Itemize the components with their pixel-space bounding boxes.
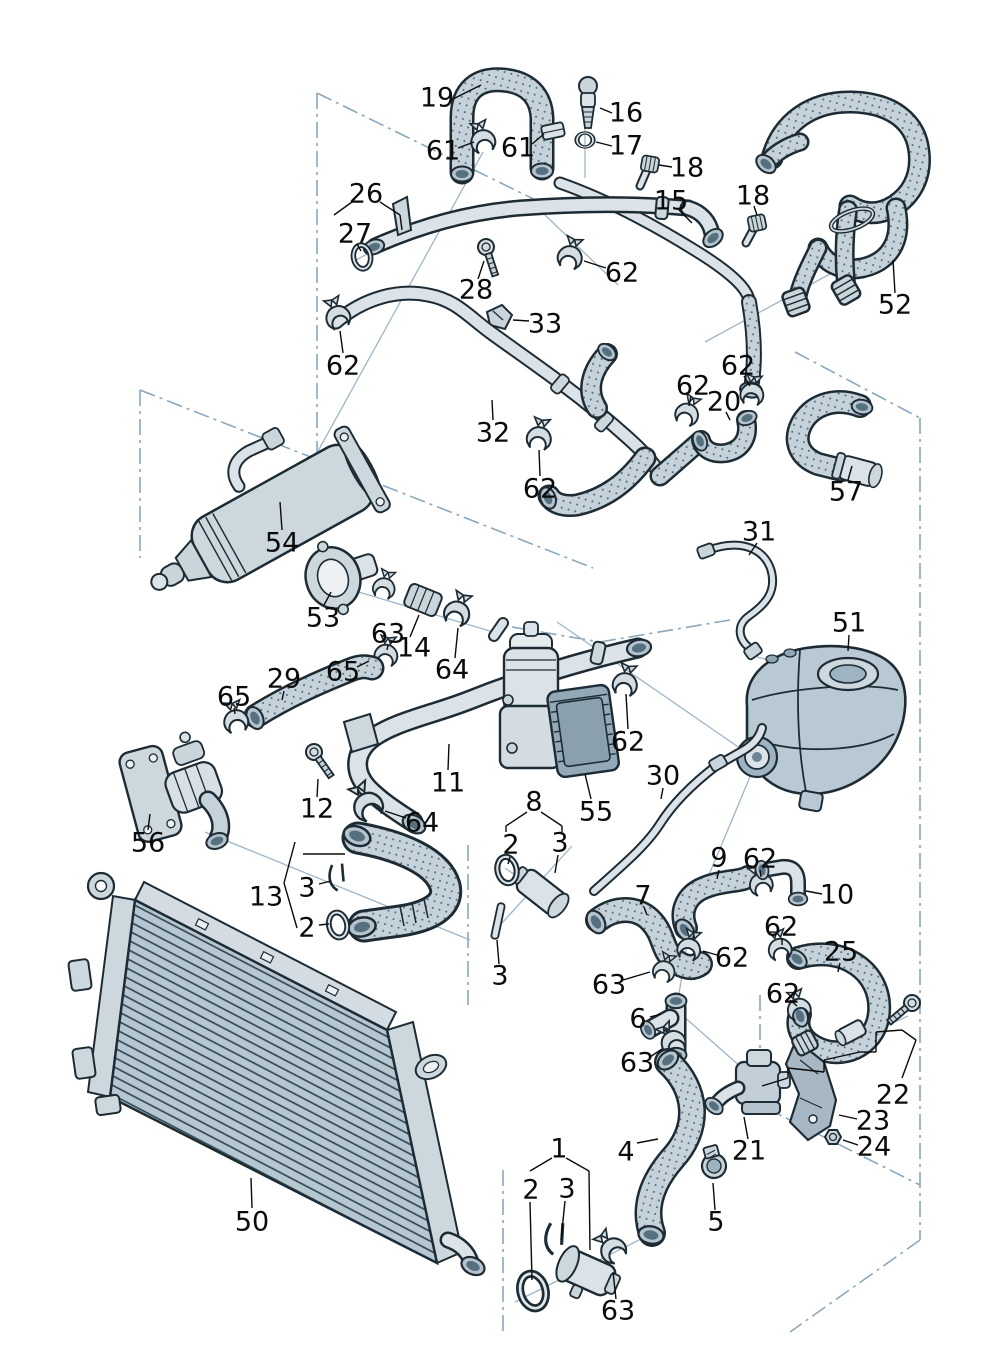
callout-32: 32 bbox=[475, 417, 511, 449]
callout-11: 11 bbox=[430, 767, 466, 799]
callout-12: 12 bbox=[299, 793, 335, 825]
callout-21: 21 bbox=[731, 1135, 767, 1167]
pin-3d bbox=[490, 902, 506, 940]
callout-13: 13 bbox=[248, 881, 284, 913]
sleeve-14 bbox=[403, 583, 443, 617]
callout-26: 26 bbox=[348, 178, 384, 210]
callout-19: 19 bbox=[419, 82, 455, 114]
callout-10: 10 bbox=[819, 879, 855, 911]
callout-27: 27 bbox=[337, 218, 373, 250]
callout-62: 62 bbox=[742, 843, 778, 875]
callout-63: 63 bbox=[619, 1047, 655, 1079]
callout-28: 28 bbox=[458, 274, 494, 306]
callout-9: 9 bbox=[710, 842, 728, 874]
pipe-11 bbox=[342, 617, 654, 839]
callout-63: 63 bbox=[600, 1295, 636, 1327]
callout-29: 29 bbox=[266, 663, 302, 695]
callout-61: 61 bbox=[500, 132, 536, 164]
pipe-31 bbox=[696, 543, 772, 661]
clip-61b bbox=[540, 121, 566, 141]
callout-5: 5 bbox=[707, 1206, 725, 1238]
callout-2: 2 bbox=[298, 912, 316, 944]
callout-62: 62 bbox=[675, 370, 711, 402]
callout-63: 63 bbox=[591, 969, 627, 1001]
callout-54: 54 bbox=[264, 527, 300, 559]
callout-17: 17 bbox=[608, 130, 644, 162]
callout-1: 1 bbox=[550, 1133, 568, 1165]
callout-55: 55 bbox=[578, 796, 614, 828]
callout-62: 62 bbox=[714, 942, 750, 974]
callout-62: 62 bbox=[765, 978, 801, 1010]
callout-51: 51 bbox=[831, 607, 867, 639]
callout-22: 22 bbox=[875, 1079, 911, 1111]
sensor-16 bbox=[578, 76, 598, 129]
sleeve-22b bbox=[834, 1019, 867, 1047]
callout-23: 23 bbox=[855, 1105, 891, 1137]
callout-65: 65 bbox=[216, 681, 252, 713]
callout-56: 56 bbox=[130, 827, 166, 859]
callout-62: 62 bbox=[604, 257, 640, 289]
callout-62: 62 bbox=[610, 726, 646, 758]
callout-25: 25 bbox=[823, 936, 859, 968]
elbow-10 bbox=[753, 858, 809, 907]
callout-30: 30 bbox=[645, 760, 681, 792]
callout-20: 20 bbox=[706, 386, 742, 418]
callout-62: 62 bbox=[763, 911, 799, 943]
callout-3: 3 bbox=[298, 872, 316, 904]
callout-50: 50 bbox=[234, 1206, 270, 1238]
hose-13 bbox=[339, 821, 446, 939]
callout-8: 8 bbox=[525, 786, 543, 818]
callout-64: 64 bbox=[434, 654, 470, 686]
callout-62: 62 bbox=[522, 473, 558, 505]
callout-6: 6 bbox=[629, 1003, 647, 1035]
callout-16: 16 bbox=[608, 97, 644, 129]
pipe-26 bbox=[360, 195, 728, 258]
callout-65: 65 bbox=[325, 656, 361, 688]
callout-2: 2 bbox=[502, 829, 520, 861]
flange-56 bbox=[118, 731, 231, 853]
valve-21 bbox=[701, 1049, 791, 1119]
callout-18: 18 bbox=[669, 152, 705, 184]
callout-14: 14 bbox=[396, 632, 432, 664]
expansion-tank-51 bbox=[735, 644, 907, 813]
connector-8 bbox=[511, 866, 570, 919]
callout-52: 52 bbox=[877, 289, 913, 321]
callout-62: 62 bbox=[325, 350, 361, 382]
callout-18: 18 bbox=[735, 180, 771, 212]
callout-2: 2 bbox=[522, 1174, 540, 1206]
callout-63: 63 bbox=[370, 618, 406, 650]
callout-57: 57 bbox=[828, 476, 864, 508]
callout-53: 53 bbox=[305, 602, 341, 634]
callout-33: 33 bbox=[527, 308, 563, 340]
callout-64: 64 bbox=[404, 807, 440, 839]
callout-3: 3 bbox=[551, 827, 569, 859]
callout-3: 3 bbox=[491, 960, 509, 992]
callout-15: 15 bbox=[653, 185, 689, 217]
callout-31: 31 bbox=[741, 516, 777, 548]
egr-cooler-54 bbox=[150, 425, 391, 591]
callout-61: 61 bbox=[425, 135, 461, 167]
flange-53 bbox=[304, 540, 379, 616]
callout-62: 62 bbox=[720, 350, 756, 382]
callout-24: 24 bbox=[856, 1131, 892, 1163]
callout-4: 4 bbox=[617, 1136, 635, 1168]
callout-7: 7 bbox=[634, 880, 652, 912]
pipe-30 bbox=[594, 728, 762, 891]
oil-cooler-55 bbox=[498, 621, 620, 779]
hose-52 bbox=[751, 102, 920, 319]
tpiece-6 bbox=[637, 992, 688, 1064]
connector-1 bbox=[555, 1245, 622, 1300]
radiator-50 bbox=[67, 871, 489, 1280]
callout-3: 3 bbox=[558, 1173, 576, 1205]
